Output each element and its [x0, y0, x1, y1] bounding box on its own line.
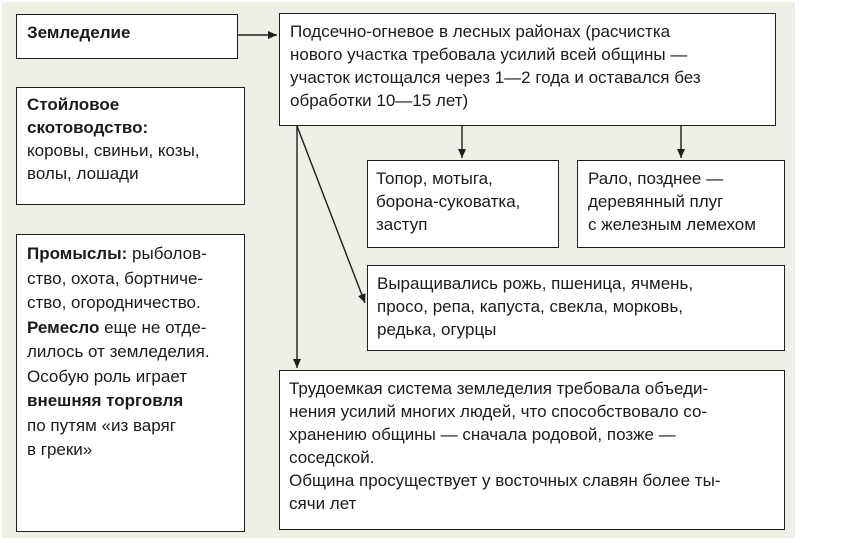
plough-line-3: с железным лемехом: [588, 215, 756, 234]
livestock-text-line-1: коровы, свиньи, козы,: [27, 141, 200, 160]
community-box: Трудоемкая система земледелия требовала …: [279, 370, 785, 530]
crafts-line-6: Особую роль играет: [27, 366, 188, 386]
crafts-heading: Промыслы:: [27, 244, 128, 263]
crafts-line-2: ство, охота, бортниче-: [27, 268, 204, 288]
slash-burn-line-1: Подсечно-огневое в лесных районах (расчи…: [290, 22, 671, 41]
plough-box: Рало, позднее — деревянный плуг с железн…: [577, 160, 785, 248]
crafts-box: Промыслы: рыболов- ство, охота, бортниче…: [16, 234, 245, 532]
trade-heading: внешняя торговля: [27, 391, 184, 410]
crafts-line-4-text: еще не отде-: [99, 317, 207, 337]
slash-burn-line-2: нового участка требовала усилий всей общ…: [290, 45, 688, 64]
tools-line-2: борона-суковатка,: [376, 192, 521, 211]
community-line-3: хранению общины — сначала родовой, позже…: [289, 425, 676, 444]
tools-line-3: заступ: [376, 215, 428, 234]
tools-box: Топор, мотыга, борона-суковатка, заступ: [367, 160, 559, 248]
crafts-line-4: Ремесло еще не отде-: [27, 316, 234, 341]
tools-line-1: Топор, мотыга,: [376, 169, 493, 188]
crafts-line-3: ство, огородничество.: [27, 293, 201, 312]
slash-burn-line-4: обработки 10—15 лет): [290, 91, 469, 110]
crops-box: Выращивались рожь, пшеница, ячмень, прос…: [367, 265, 785, 351]
crafts-line-1: Промыслы: рыболов-: [27, 242, 234, 267]
craft-heading: Ремесло: [27, 317, 100, 337]
livestock-title-line-2: скотоводство:: [27, 118, 149, 137]
crops-line-3: редька, огурцы: [377, 320, 497, 339]
crafts-line-9: в греки»: [27, 440, 93, 459]
crops-line-1: Выращивались рожь, пшеница, ячмень,: [377, 274, 694, 293]
community-line-2: нения усилий многих людей, что способств…: [289, 402, 708, 421]
crafts-line-1-text: рыболов-: [127, 244, 207, 263]
agriculture-title: Земледелие: [27, 23, 131, 42]
plough-line-1: Рало, позднее —: [588, 169, 724, 188]
livestock-text-line-2: волы, лошади: [27, 164, 139, 183]
livestock-box: Стойловое скотоводство: коровы, свиньи, …: [16, 87, 245, 205]
community-line-5: Община просуществует у восточных славян …: [289, 471, 721, 490]
agriculture-box: Земледелие: [16, 14, 238, 59]
livestock-title-line-1: Стойловое: [27, 95, 120, 114]
community-line-6: сячи лет: [289, 494, 357, 513]
community-line-4: соседской.: [289, 448, 375, 467]
slash-burn-line-3: участок истощался через 1—2 года и остав…: [290, 68, 701, 87]
plough-line-2: деревянный плуг: [588, 192, 724, 211]
crops-line-2: просо, репа, капуста, свекла, морковь,: [377, 297, 684, 316]
slash-burn-box: Подсечно-огневое в лесных районах (расчи…: [279, 13, 776, 126]
community-line-1: Трудоемкая система земледелия требовала …: [289, 379, 709, 398]
crafts-line-8: по путям «из варяг: [27, 415, 176, 435]
crafts-line-5: лилось от земледелия.: [27, 342, 210, 361]
